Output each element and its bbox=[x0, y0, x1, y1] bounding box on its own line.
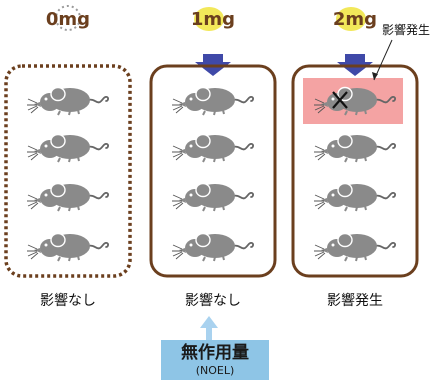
dose-groups bbox=[4, 64, 419, 278]
callout-text: 影響発生 bbox=[382, 22, 430, 37]
result-label: 影響なし bbox=[185, 292, 241, 309]
mouse-icon bbox=[171, 232, 255, 262]
dose-badges bbox=[55, 5, 366, 31]
dose-group-box bbox=[149, 64, 277, 278]
result-label: 影響発生 bbox=[327, 292, 383, 309]
mouse-icon bbox=[171, 133, 255, 163]
dose-group-box bbox=[291, 64, 419, 278]
mouse-icon bbox=[26, 182, 110, 212]
mouse-icon bbox=[313, 232, 397, 262]
dose-labels: 0mg 1mg 2mg bbox=[46, 9, 377, 30]
affected-cross-icon bbox=[332, 91, 348, 109]
effect-callout: 影響発生 bbox=[372, 22, 430, 81]
noel-title: 無作用量 bbox=[181, 342, 249, 363]
noel-arrow-head bbox=[200, 316, 218, 328]
mouse-icon bbox=[171, 182, 255, 212]
noel-box bbox=[161, 340, 269, 380]
result-labels: 影響なし 影響なし 影響発生 bbox=[40, 292, 383, 309]
dose-group-box bbox=[4, 64, 132, 278]
result-label: 影響なし bbox=[40, 292, 96, 309]
mouse-icon bbox=[26, 133, 110, 163]
dose-label: 2mg bbox=[333, 9, 377, 30]
dose-label: 1mg bbox=[191, 9, 235, 30]
mouse-icon bbox=[171, 86, 255, 116]
mouse-icon bbox=[26, 86, 110, 116]
dose-badge-highlight bbox=[194, 7, 224, 31]
dose-badge-dotted bbox=[55, 5, 81, 31]
dose-badge-highlight bbox=[336, 7, 366, 31]
dose-label: 0mg bbox=[46, 9, 90, 30]
noel-arrow-shaft bbox=[206, 326, 212, 340]
callout-pointer bbox=[373, 39, 393, 81]
mouse-icon bbox=[26, 232, 110, 262]
noel-indicator: 無作用量(NOEL) bbox=[161, 316, 269, 380]
callout-arrowhead bbox=[372, 72, 378, 80]
mouse-icon bbox=[313, 182, 397, 212]
mouse-icon bbox=[313, 133, 397, 163]
noel-subtitle: (NOEL) bbox=[196, 364, 235, 377]
